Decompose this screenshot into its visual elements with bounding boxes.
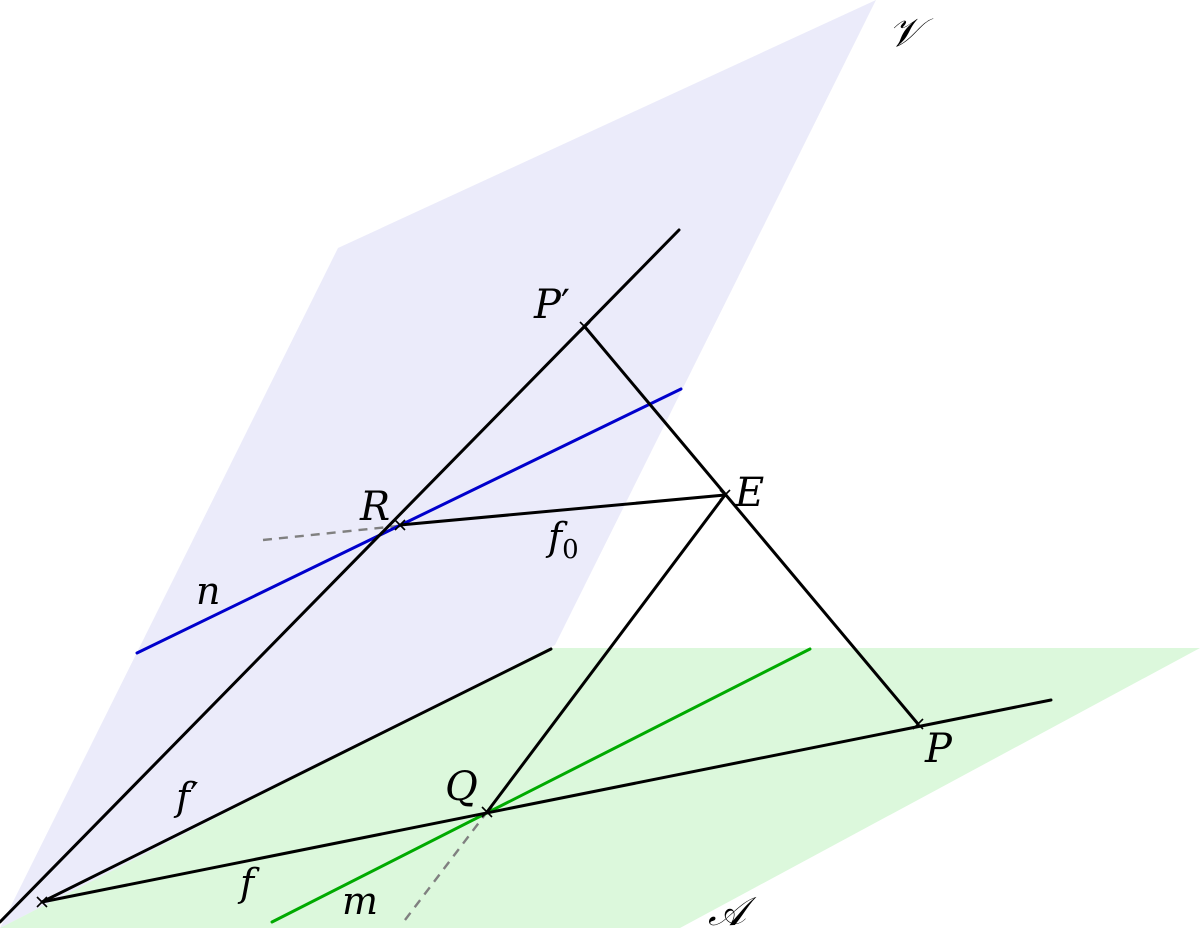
point-marker-p-prime bbox=[579, 321, 591, 333]
plane-a bbox=[0, 648, 1200, 928]
line-r-e bbox=[398, 493, 727, 527]
plane-v bbox=[0, 0, 876, 928]
point-marker-q bbox=[481, 806, 493, 818]
label-point-q: Q bbox=[445, 764, 478, 810]
line-p-prime-p bbox=[583, 325, 920, 726]
label-line-m: m bbox=[342, 879, 378, 923]
label-point-e: E bbox=[734, 470, 764, 516]
point-markers bbox=[36, 321, 924, 908]
label-line-f-prime: f′ bbox=[173, 775, 199, 819]
dashed-segment-r bbox=[262, 524, 399, 542]
line-n bbox=[135, 387, 683, 655]
dashed-segment-q bbox=[404, 811, 488, 921]
point-marker-origin bbox=[36, 896, 48, 908]
point-marker-r bbox=[394, 519, 406, 531]
line-horizon-a bbox=[40, 647, 553, 904]
label-point-r: R bbox=[359, 484, 390, 530]
point-marker-p bbox=[912, 718, 924, 730]
line-e-q bbox=[485, 493, 727, 814]
label-point-p-prime: P′ bbox=[533, 282, 570, 328]
line-f-prime bbox=[0, 228, 681, 924]
line-m bbox=[270, 647, 812, 924]
label-plane-v: 𝒱 bbox=[888, 10, 934, 56]
label-plane-a: 𝒜 bbox=[708, 889, 757, 928]
label-line-n: n bbox=[196, 569, 220, 613]
label-point-p: P bbox=[924, 726, 953, 772]
point-marker-e bbox=[719, 489, 731, 501]
line-f bbox=[40, 698, 1053, 904]
